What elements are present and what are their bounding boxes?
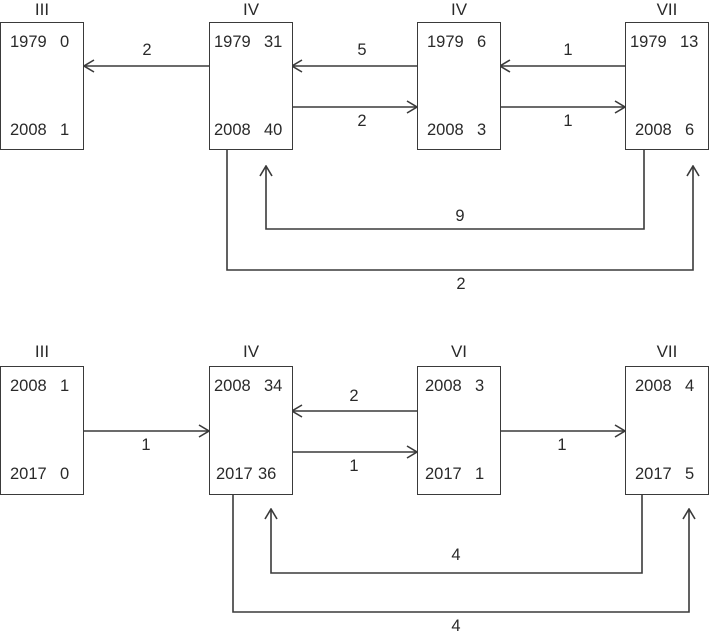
node-box: 1979 0 2008 1 — [0, 22, 84, 150]
flow-label: 2 — [456, 275, 466, 293]
flow-label: 2 — [349, 387, 359, 405]
flow-label: 2 — [142, 41, 152, 59]
node-box: 2008 34 2017 36 — [209, 366, 293, 495]
arrow-iv-to-vii — [226, 150, 693, 271]
arrow-vii-to-iv-b — [271, 494, 643, 574]
count: 1 — [60, 377, 70, 395]
count: 1 — [60, 121, 70, 139]
year: 2008 — [427, 121, 464, 139]
year: 2008 — [635, 121, 672, 139]
arrow-iv-to-vii-b — [232, 494, 689, 613]
box-title: III — [34, 342, 50, 361]
flow-label: 1 — [141, 436, 151, 454]
count: 31 — [264, 33, 283, 51]
year: 1979 — [630, 33, 667, 51]
box-title: VII — [656, 0, 678, 19]
year: 1979 — [10, 33, 47, 51]
year: 2008 — [635, 377, 672, 395]
flow-label: 4 — [451, 617, 461, 635]
count: 13 — [680, 33, 699, 51]
year: 2017 — [635, 465, 672, 483]
year: 1979 — [214, 33, 251, 51]
count: 3 — [477, 121, 487, 139]
count: 36 — [258, 465, 277, 483]
flow-label: 1 — [349, 457, 359, 475]
box-title: VII — [656, 342, 678, 361]
flow-label: 1 — [563, 41, 573, 59]
year: 2008 — [10, 377, 47, 395]
count: 6 — [685, 121, 695, 139]
year: 2017 — [216, 465, 253, 483]
box-title: VI — [450, 342, 468, 361]
count: 1 — [475, 465, 485, 483]
node-box: 2008 4 2017 5 — [625, 366, 709, 495]
year: 2008 — [214, 121, 251, 139]
count: 5 — [685, 465, 695, 483]
flow-label: 5 — [357, 41, 367, 59]
count: 34 — [264, 377, 283, 395]
count: 3 — [475, 377, 485, 395]
box-title: IV — [242, 342, 260, 361]
box-title: IV — [450, 0, 468, 19]
box-title: IV — [242, 0, 260, 19]
box-title: III — [34, 0, 50, 19]
year: 2008 — [425, 377, 462, 395]
count: 6 — [477, 33, 487, 51]
node-box: 1979 13 2008 6 — [625, 22, 709, 150]
year: 2008 — [214, 377, 251, 395]
arrow-vii-to-iv — [266, 150, 645, 230]
node-box: 1979 6 2008 3 — [417, 22, 501, 150]
count: 4 — [685, 377, 695, 395]
flow-label: 9 — [455, 207, 465, 225]
count: 0 — [60, 465, 70, 483]
count: 40 — [264, 121, 283, 139]
flow-label: 1 — [563, 112, 573, 130]
year: 2017 — [425, 465, 462, 483]
year: 2017 — [10, 465, 47, 483]
node-box: 2008 1 2017 0 — [0, 366, 84, 495]
flow-label: 1 — [557, 436, 567, 454]
year: 1979 — [427, 33, 464, 51]
node-box: 2008 3 2017 1 — [417, 366, 501, 495]
year: 2008 — [10, 121, 47, 139]
flow-label: 2 — [357, 112, 367, 130]
node-box: 1979 31 2008 40 — [209, 22, 293, 150]
count: 0 — [60, 33, 70, 51]
flow-label: 4 — [451, 546, 461, 564]
